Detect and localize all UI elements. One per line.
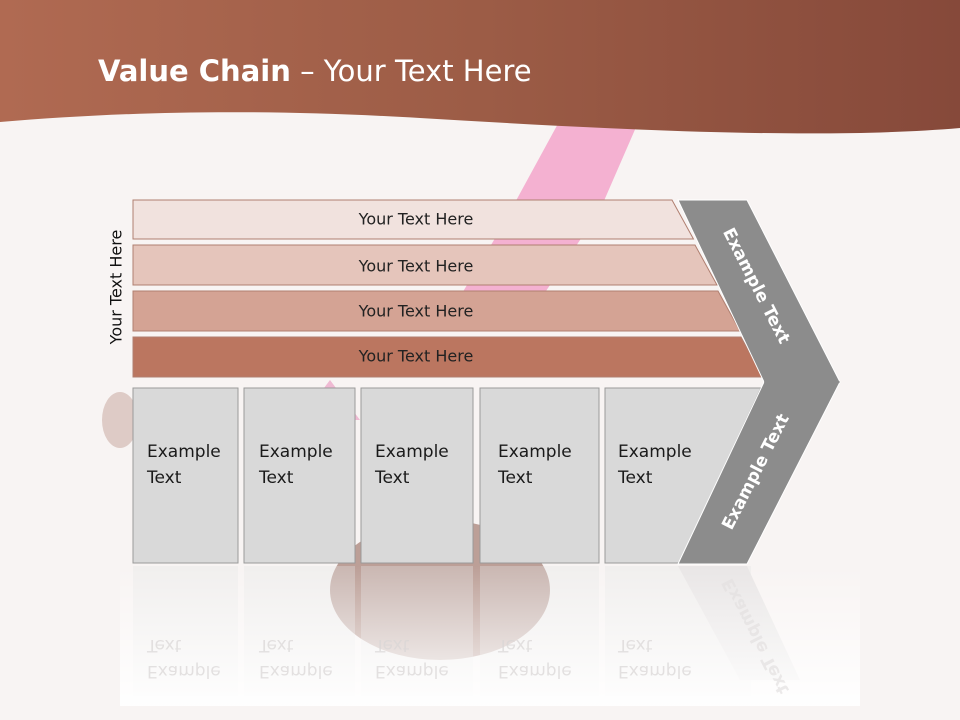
reflection-5-line2: Text xyxy=(618,635,653,655)
reflection-3-line2: Text xyxy=(375,635,410,655)
band-label-2: Your Text Here xyxy=(358,256,474,276)
reflection-text-4: Example Text xyxy=(498,632,572,684)
box-3-line2: Text xyxy=(375,468,410,488)
box-2-line2: Text xyxy=(259,468,294,488)
bands-group xyxy=(132,199,764,378)
title-bold: Value Chain xyxy=(98,54,291,88)
reflection-1-line1: Example xyxy=(147,661,221,681)
band-label-1: Your Text Here xyxy=(358,209,474,229)
value-box-3 xyxy=(360,387,474,564)
page-title: Value Chain – Your Text Here xyxy=(98,54,532,88)
side-label: Your Text Here xyxy=(106,229,126,345)
box-1-line2: Text xyxy=(147,468,182,488)
box-5-line2: Text xyxy=(618,468,653,488)
reflection-1-line2: Text xyxy=(147,635,182,655)
title-rest: – Your Text Here xyxy=(290,54,532,88)
value-box-1 xyxy=(132,387,239,564)
reflection-text-2: Example Text xyxy=(259,632,333,684)
header-wave xyxy=(0,0,960,134)
box-4-line1: Example xyxy=(498,442,572,462)
box-2-line1: Example xyxy=(259,442,333,462)
box-1-line1: Example xyxy=(147,442,221,462)
reflection-2-line2: Text xyxy=(259,635,294,655)
reflection-5-line1: Example xyxy=(618,661,692,681)
reflection-text-5: Example Text xyxy=(618,632,692,684)
reflection-text-3: Example Text xyxy=(375,632,449,684)
band-2 xyxy=(132,244,718,286)
reflection-2-line1: Example xyxy=(259,661,333,681)
band-label-4: Your Text Here xyxy=(358,346,474,366)
box-4-line2: Text xyxy=(498,468,533,488)
band-label-3: Your Text Here xyxy=(358,301,474,321)
value-box-2 xyxy=(243,387,356,564)
reflection-3-line1: Example xyxy=(375,661,449,681)
box-3-line1: Example xyxy=(375,442,449,462)
boxes-group xyxy=(132,387,762,564)
reflection-text-1: Example Text xyxy=(147,632,221,684)
value-box-4 xyxy=(479,387,600,564)
reflection-4-line1: Example xyxy=(498,661,572,681)
box-5-line1: Example xyxy=(618,442,692,462)
band-1 xyxy=(132,199,695,240)
reflection-4-line2: Text xyxy=(498,635,533,655)
